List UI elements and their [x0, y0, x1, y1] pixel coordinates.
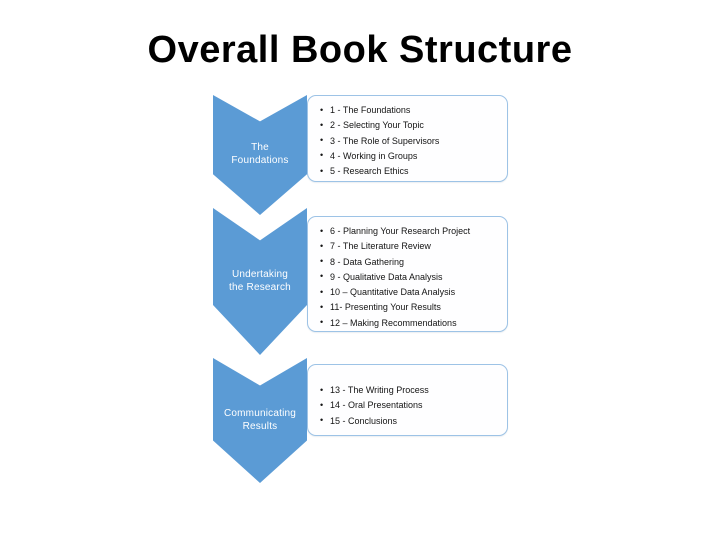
page-title: Overall Book Structure: [147, 29, 573, 71]
chevron-label-communicating-results: Communicating Results: [214, 407, 306, 435]
content-box-foundations: 1 - The Foundations 2 - Selecting Your T…: [307, 95, 508, 182]
chevron-label-line-1: Communicating: [223, 407, 297, 419]
list-item: 9 - Qualitative Data Analysis: [318, 269, 499, 285]
list-item: 5 - Research Ethics: [318, 164, 499, 180]
chevron-communicating-results[interactable]: Communicating Results: [213, 358, 307, 483]
list-item: 13 - The Writing Process: [318, 382, 499, 398]
chapter-list-communicating-results: 13 - The Writing Process 14 - Oral Prese…: [318, 382, 499, 429]
list-item: 10 – Quantitative Data Analysis: [318, 285, 499, 301]
list-item: 1 - The Foundations: [318, 102, 499, 118]
chevron-label-foundations: The Foundations: [214, 141, 306, 169]
list-item: 4 - Working in Groups: [318, 148, 499, 164]
list-item: 12 – Making Recommendations: [318, 315, 499, 331]
content-box-undertaking-the-research: 6 - Planning Your Research Project 7 - T…: [307, 216, 508, 332]
list-item: 3 - The Role of Supervisors: [318, 133, 499, 149]
process-stage-undertaking-the-research: Undertaking the Research 6 - Planning Yo…: [190, 208, 530, 355]
list-item: 6 - Planning Your Research Project: [318, 223, 499, 239]
chevron-foundations[interactable]: The Foundations: [213, 95, 307, 215]
process-stage-communicating-results: Communicating Results 13 - The Writing P…: [190, 358, 530, 483]
list-item: 8 - Data Gathering: [318, 254, 499, 270]
chevron-label-line-1: Undertaking: [231, 268, 289, 280]
content-box-communicating-results: 13 - The Writing Process 14 - Oral Prese…: [307, 364, 508, 436]
chapter-list-undertaking-the-research: 6 - Planning Your Research Project 7 - T…: [318, 223, 499, 331]
list-item: 15 - Conclusions: [318, 413, 499, 429]
chevron-label-line-1: The: [251, 142, 269, 153]
list-item: 14 - Oral Presentations: [318, 398, 499, 414]
chapter-list-foundations: 1 - The Foundations 2 - Selecting Your T…: [318, 102, 499, 180]
process-stage-foundations: The Foundations 1 - The Foundations 2 - …: [190, 85, 530, 215]
chevron-label-undertaking-the-research: Undertaking the Research: [214, 268, 306, 296]
list-item: 2 - Selecting Your Topic: [318, 118, 499, 134]
chevron-label-line-2: the Research: [229, 281, 291, 293]
book-structure-diagram: The Foundations 1 - The Foundations 2 - …: [190, 85, 530, 495]
list-item: 11- Presenting Your Results: [318, 300, 499, 316]
chevron-label-line-2: Results: [242, 420, 278, 432]
list-item: 7 - The Literature Review: [318, 239, 499, 255]
chevron-undertaking-the-research[interactable]: Undertaking the Research: [213, 208, 307, 355]
chevron-label-line-2: Foundations: [231, 155, 289, 166]
